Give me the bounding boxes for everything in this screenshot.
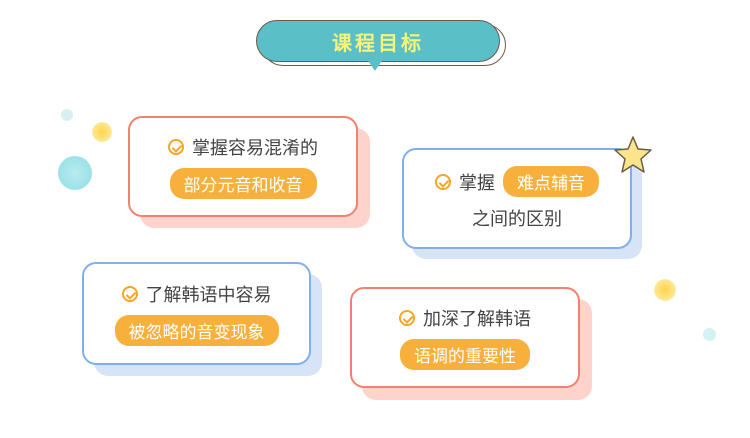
goal-text: 了解韩语中容易 bbox=[145, 285, 272, 306]
check-icon bbox=[121, 286, 138, 302]
goal-text: 掌握 bbox=[459, 172, 495, 194]
goal-text-2: 之间的区别 bbox=[472, 209, 562, 230]
check-icon bbox=[399, 310, 415, 326]
goal-card-2: 掌握难点辅音 之间的区别 bbox=[402, 148, 632, 249]
goal-highlight: 部分元音和收音 bbox=[169, 168, 317, 199]
goal-highlight: 难点辅音 bbox=[503, 166, 599, 197]
check-icon bbox=[435, 173, 451, 190]
goal-text: 掌握容易混淆的 bbox=[192, 138, 318, 159]
decor-dot bbox=[92, 122, 112, 142]
decor-dot bbox=[654, 279, 676, 301]
page-title: 课程目标 bbox=[256, 20, 500, 62]
goal-text: 加深了解韩语 bbox=[423, 309, 531, 330]
decor-dot bbox=[703, 328, 716, 341]
title-pointer bbox=[367, 59, 383, 71]
goal-highlight: 语调的重要性 bbox=[400, 339, 530, 370]
goal-card-1: 掌握容易混淆的 部分元音和收音 bbox=[128, 116, 358, 217]
decor-dot bbox=[61, 109, 73, 121]
check-icon bbox=[168, 139, 184, 155]
goal-highlight: 被忽略的音变现象 bbox=[114, 315, 279, 346]
goal-card-4: 加深了解韩语 语调的重要性 bbox=[350, 287, 580, 388]
star-icon bbox=[614, 136, 652, 173]
goal-card-3: 了解韩语中容易 被忽略的音变现象 bbox=[82, 262, 311, 365]
decor-dot bbox=[58, 156, 92, 190]
